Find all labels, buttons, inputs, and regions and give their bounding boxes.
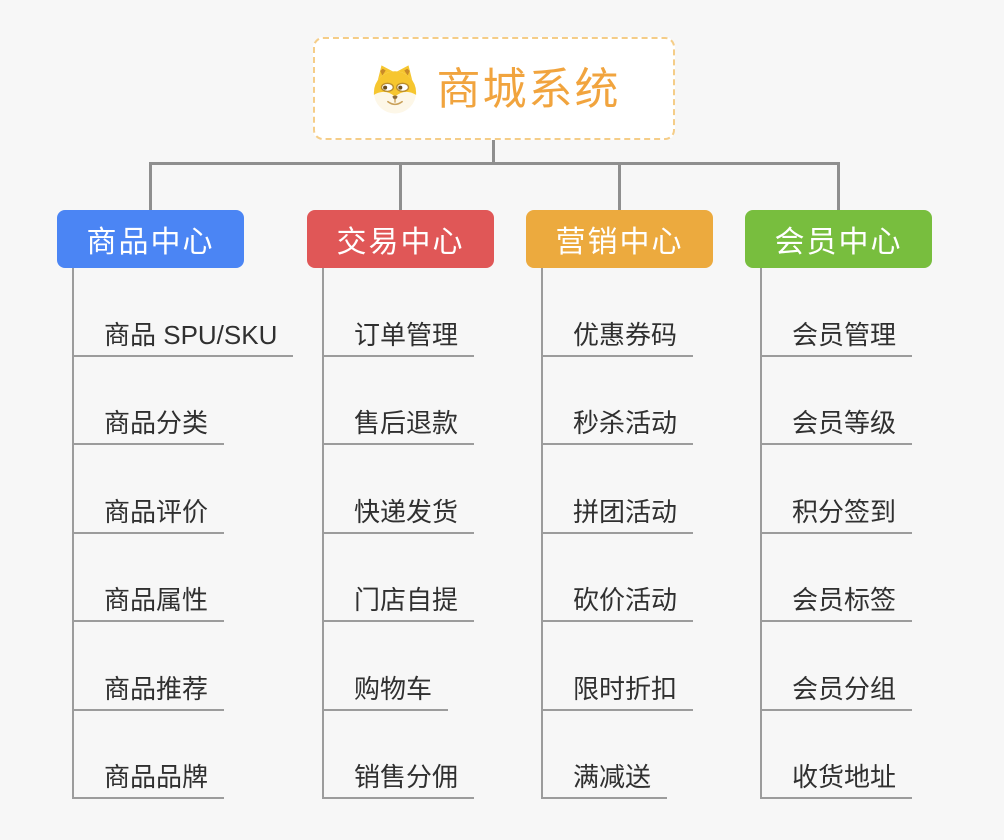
- connector-drop-4: [837, 164, 840, 210]
- leaf-item: 商品分类: [74, 357, 299, 445]
- connector-horizontal-bar: [149, 162, 840, 165]
- leaf-item: 订单管理: [324, 268, 549, 357]
- leaf-node[interactable]: 售后退款: [324, 410, 475, 445]
- leaf-node[interactable]: 销售分佣: [324, 764, 475, 799]
- leaf-item: 商品 SPU/SKU: [74, 268, 299, 357]
- leaf-item: 商品评价: [74, 445, 299, 534]
- leaf-item: 限时折扣: [543, 622, 768, 711]
- leaf-node[interactable]: 限时折扣: [543, 676, 694, 711]
- connector-drop-1: [149, 164, 152, 210]
- branch-label: 会员中心: [774, 226, 903, 259]
- leaf-item: 会员管理: [762, 268, 987, 357]
- leaf-node[interactable]: 商品评价: [74, 499, 225, 534]
- leaf-node[interactable]: 商品分类: [74, 410, 225, 445]
- leaf-item: 售后退款: [324, 357, 549, 445]
- leaf-item: 购物车: [324, 622, 549, 711]
- leaf-column-marketing: 优惠券码 秒杀活动 拼团活动 砍价活动 限时折扣 满减送: [541, 268, 768, 799]
- leaf-item: 会员标签: [762, 534, 987, 622]
- branch-label: 交易中心: [336, 226, 465, 259]
- leaf-node[interactable]: 会员分组: [762, 676, 913, 711]
- leaf-node[interactable]: 订单管理: [324, 322, 475, 357]
- branch-label: 商品中心: [86, 226, 215, 259]
- leaf-item: 收货地址: [762, 711, 987, 799]
- leaf-node[interactable]: 积分签到: [762, 499, 913, 534]
- leaf-node[interactable]: 秒杀活动: [543, 410, 694, 445]
- leaf-node[interactable]: 商品品牌: [74, 764, 225, 799]
- branch-marketing-center[interactable]: 营销中心: [526, 210, 713, 268]
- leaf-item: 快递发货: [324, 445, 549, 534]
- leaf-item: 砍价活动: [543, 534, 768, 622]
- leaf-item: 商品品牌: [74, 711, 299, 799]
- root-title: 商城系统: [436, 64, 621, 114]
- leaf-item: 秒杀活动: [543, 357, 768, 445]
- leaf-item: 拼团活动: [543, 445, 768, 534]
- leaf-node[interactable]: 收货地址: [762, 764, 913, 799]
- leaf-column-product: 商品 SPU/SKU 商品分类 商品评价 商品属性 商品推荐 商品品牌: [72, 268, 299, 799]
- leaf-item: 门店自提: [324, 534, 549, 622]
- leaf-node[interactable]: 快递发货: [324, 499, 475, 534]
- leaf-column-member: 会员管理 会员等级 积分签到 会员标签 会员分组 收货地址: [760, 268, 987, 799]
- leaf-column-trade: 订单管理 售后退款 快递发货 门店自提 购物车 销售分佣: [322, 268, 549, 799]
- leaf-node[interactable]: 购物车: [324, 676, 449, 711]
- leaf-item: 商品推荐: [74, 622, 299, 711]
- branch-trade-center[interactable]: 交易中心: [307, 210, 494, 268]
- leaf-item: 积分签到: [762, 445, 987, 534]
- branch-member-center[interactable]: 会员中心: [745, 210, 932, 268]
- dog-face-icon: [373, 64, 416, 113]
- leaf-node[interactable]: 会员管理: [762, 322, 913, 357]
- leaf-node[interactable]: 会员等级: [762, 410, 913, 445]
- leaf-item: 会员分组: [762, 622, 987, 711]
- leaf-node[interactable]: 拼团活动: [543, 499, 694, 534]
- connector-drop-3: [618, 164, 621, 210]
- leaf-item: 销售分佣: [324, 711, 549, 799]
- leaf-node[interactable]: 会员标签: [762, 587, 913, 622]
- leaf-item: 会员等级: [762, 357, 987, 445]
- leaf-node[interactable]: 商品 SPU/SKU: [74, 322, 294, 357]
- leaf-node[interactable]: 优惠券码: [543, 322, 694, 357]
- leaf-node[interactable]: 满减送: [543, 764, 668, 799]
- leaf-item: 商品属性: [74, 534, 299, 622]
- branch-product-center[interactable]: 商品中心: [57, 210, 244, 268]
- root-node[interactable]: 商城系统: [313, 37, 675, 140]
- leaf-node[interactable]: 商品推荐: [74, 676, 225, 711]
- leaf-item: 满减送: [543, 711, 768, 799]
- leaf-node[interactable]: 门店自提: [324, 587, 475, 622]
- leaf-node[interactable]: 砍价活动: [543, 587, 694, 622]
- branch-label: 营销中心: [555, 226, 684, 259]
- leaf-item: 优惠券码: [543, 268, 768, 357]
- connector-drop-2: [399, 164, 402, 210]
- leaf-node[interactable]: 商品属性: [74, 587, 225, 622]
- connector-root-stem: [492, 139, 495, 163]
